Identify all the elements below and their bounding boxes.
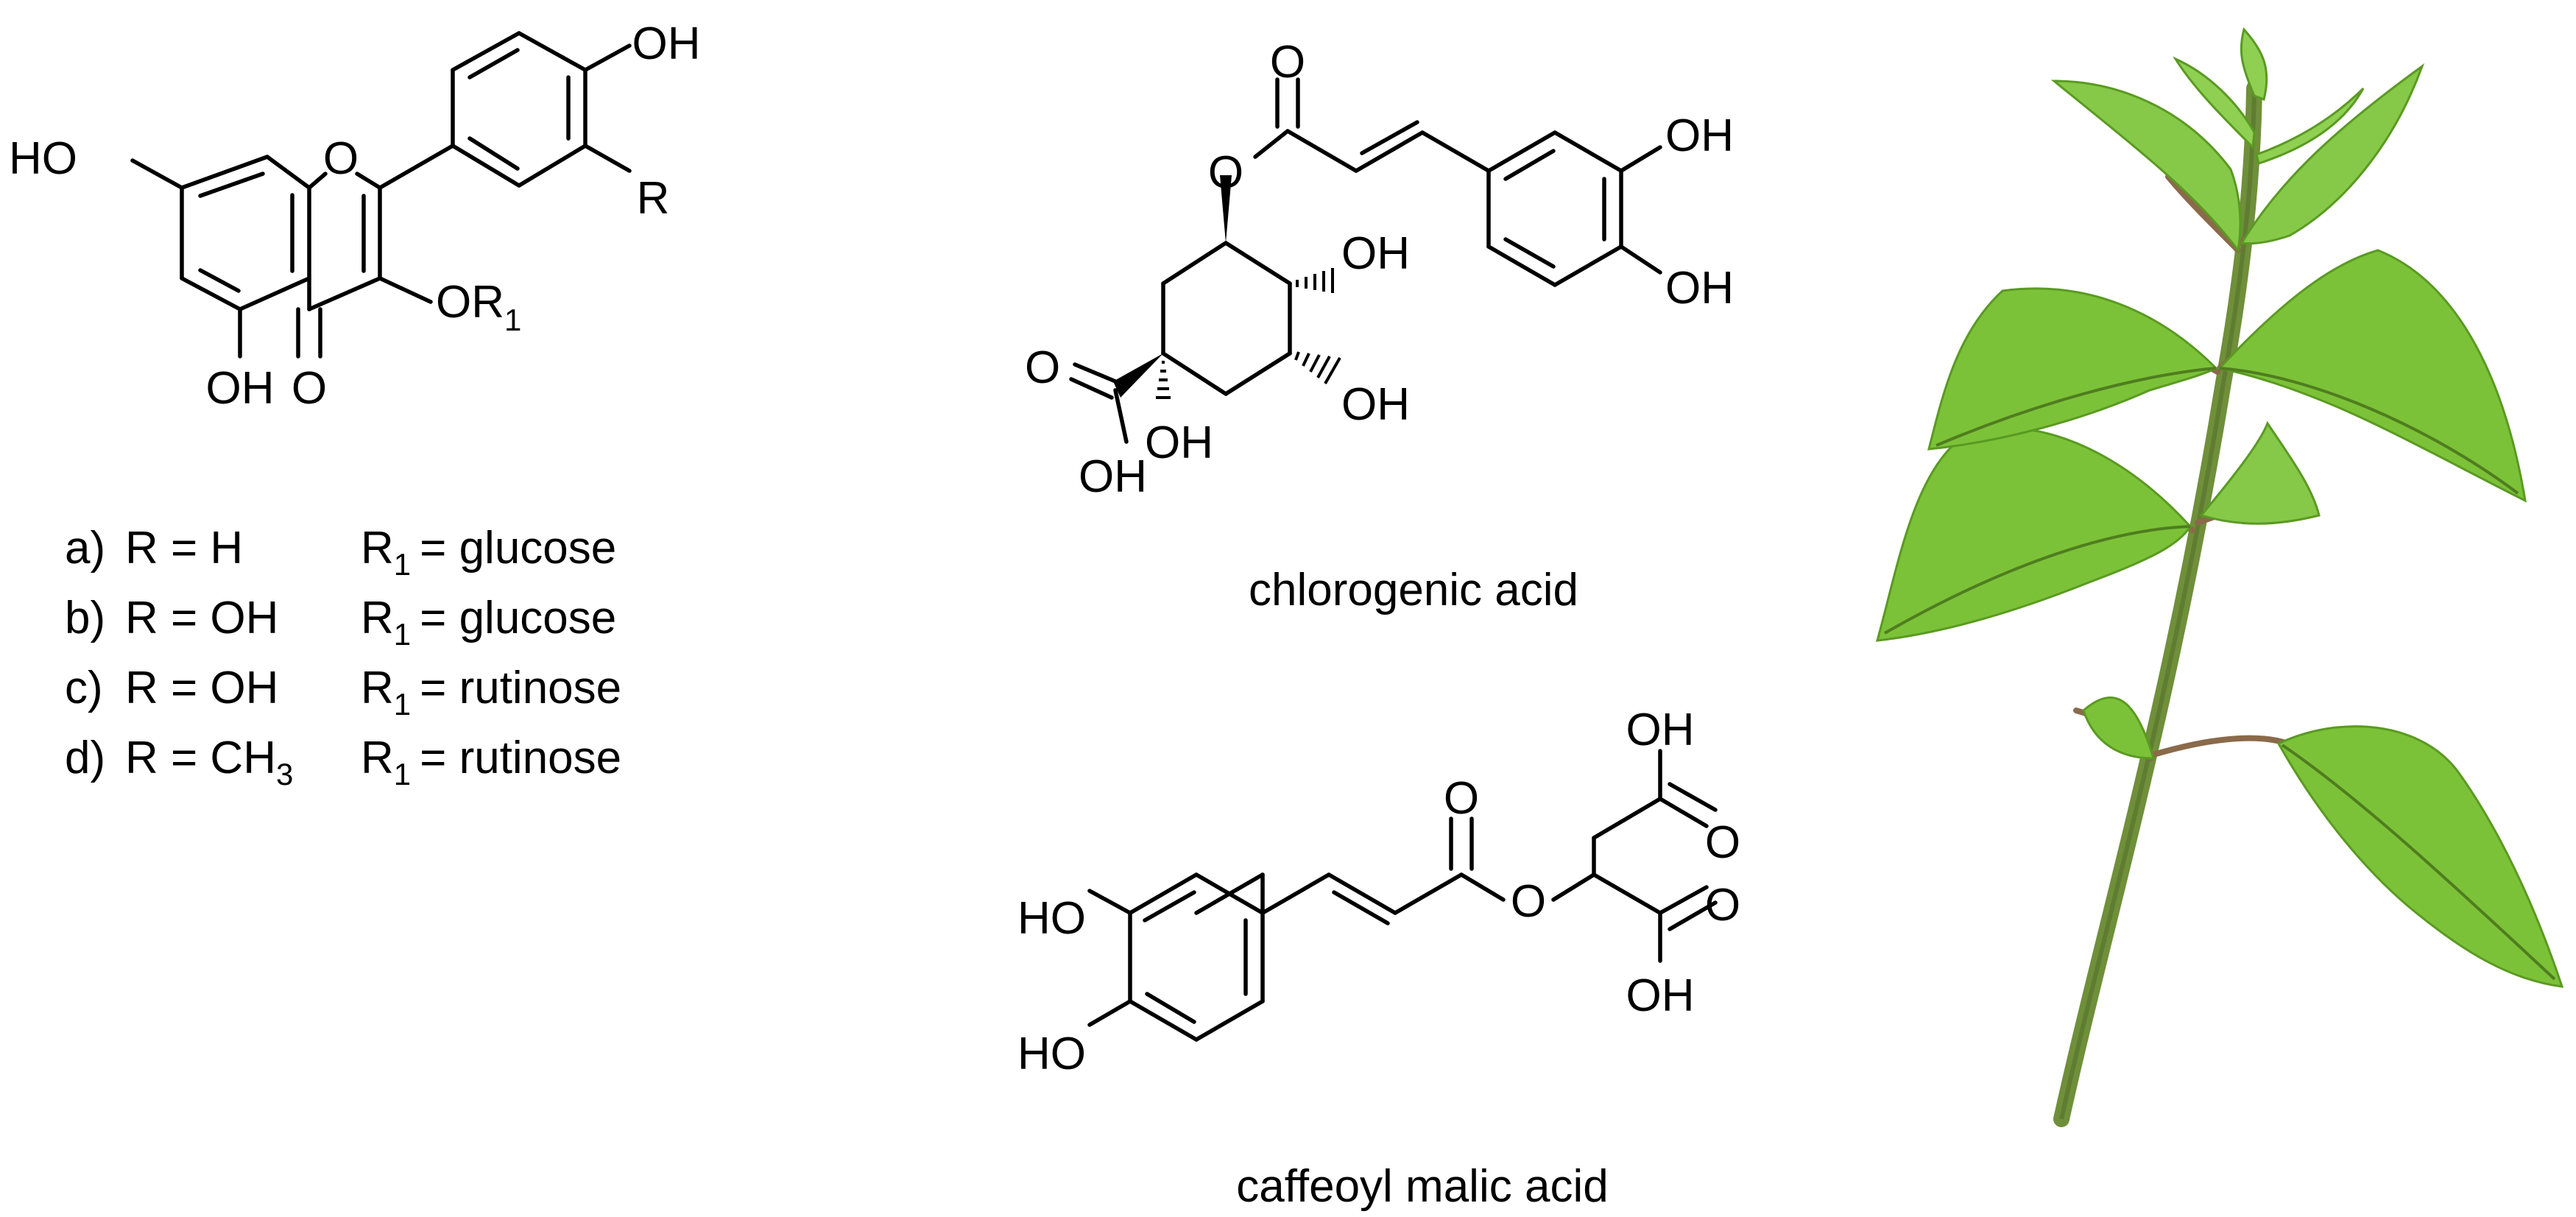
leaf-top-left [2050,80,2242,253]
atom-o-ring: O [323,133,359,184]
row-d-r1: R1= rutinose [361,733,621,791]
atom-ho-catechol-4: HO [1017,1029,1086,1079]
row-b-r: R = OH [125,593,278,643]
leaf-upper-left [1927,287,2218,451]
leaf-upper-right [2217,249,2527,503]
atom-o-acid-top: O [1705,817,1740,868]
caption-chlorogenic-acid: chlorogenic acid [1249,565,1578,615]
atom-oh-c1: OH [1145,417,1213,468]
wedge-bond-carboxyl [1113,353,1163,398]
row-a-r: R = H [125,523,243,574]
leaf-lower-left [2082,696,2156,760]
row-d-label: d) [65,733,105,783]
nettle-plant-image [1875,27,2564,1127]
flavonol-bonds [130,31,632,359]
flavonol-structure: OH R HO O OR1 OH O [9,18,701,414]
atom-o-acid: O [1025,342,1060,393]
caffeoyl-bonds [1087,749,1718,1042]
atom-oh-4prime: OH [632,18,701,69]
row-a-label: a) [65,523,105,574]
atom-o-keto: O [292,363,327,414]
leaf-top-right [2240,63,2425,245]
row-c-r: R = OH [125,663,278,713]
atom-oh-c5: OH [1341,379,1410,430]
atom-oh-catechol-3: OH [1665,110,1734,161]
atom-ho-7: HO [9,133,77,184]
atom-oh-5: OH [206,363,275,414]
hash-bond-c1-oh [1156,361,1171,399]
leaf-apex [2240,27,2268,102]
caption-caffeoyl-malic-acid: caffeoyl malic acid [1236,1161,1608,1212]
leaf-apex-right [2255,87,2365,165]
atom-r: R [637,173,670,224]
atom-o-carbonyl: O [1270,37,1305,88]
atom-oh-acid-top: OH [1626,705,1695,755]
hash-bond-c4-oh [1296,268,1334,293]
atom-o-carbonyl: O [1444,773,1479,824]
atom-oh-catechol-4: OH [1665,263,1734,314]
atom-oh-acid: OH [1079,451,1147,502]
atom-o-ester: O [1208,147,1243,198]
row-d-r: R = CH3 [125,733,293,791]
chlorogenic-acid-structure: O O OH OH OH OH O OH OH [1025,37,1734,502]
atom-or1: OR1 [436,277,521,337]
main-stem [2053,80,2262,1127]
caffeoyl-malic-acid-structure: OH O O HO HO O O OH [1017,705,1740,1079]
row-b-label: b) [65,593,105,643]
atom-oh-c4: OH [1341,228,1410,279]
row-b-r1: R1= glucose [361,593,616,652]
leaf-apex-left [2173,56,2256,150]
row-a-r1: R1= glucose [361,523,616,582]
chlorogenic-bonds [1069,77,1662,444]
leaf-middle-left [1875,426,2192,642]
atom-o-ester: O [1511,876,1546,927]
wedge-bond-ester [1220,175,1232,243]
leaf-middle-right [2199,420,2321,525]
atom-o-acid-bottom: O [1705,880,1740,931]
hash-bond-c5-oh [1294,351,1341,384]
atom-ho-catechol-3: HO [1017,893,1086,944]
row-c-r1: R1= rutinose [361,663,621,722]
atom-oh-acid-bottom: OH [1626,970,1695,1021]
row-c-label: c) [65,663,103,713]
substituent-table: a) R = H R1= glucose b) R = OH R1= gluco… [65,523,621,791]
